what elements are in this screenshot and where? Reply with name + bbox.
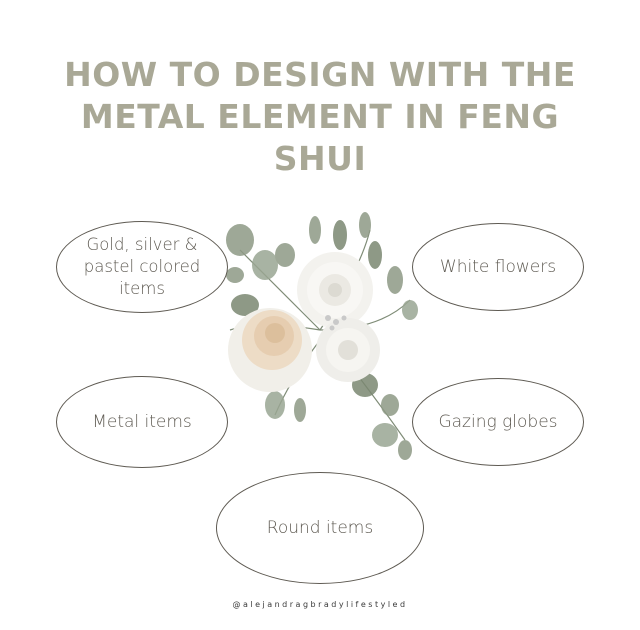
round-items-label: Round items [266,518,374,538]
gold-line-1: Gold, silver & [86,235,198,254]
title-line-2: METAL ELEMENT IN FENG [80,97,560,136]
white-flowers-label: White flowers [439,257,557,277]
title-line-1: HOW TO DESIGN WITH THE [64,55,576,94]
white-flower-bouquet-icon [226,212,418,460]
round-items-bubble: Round items [216,472,424,584]
gazing-globes-label: Gazing globes [438,412,558,432]
social-handle: @alejandragbradylifestyled [232,600,408,609]
title-line-3: SHUI [273,139,367,178]
gold-line-3: items [119,279,165,298]
white-flowers-bubble: White flowers [412,223,584,311]
metal-items-label: Metal items [92,412,192,432]
page-title: HOW TO DESIGN WITH THE METAL ELEMENT IN … [60,54,580,180]
gold-line-2: pastel colored [83,257,201,276]
gazing-globes-bubble: Gazing globes [412,378,584,466]
metal-items-bubble: Metal items [56,376,228,468]
gold-silver-pastel-bubble: Gold, silver & pastel colored items [56,221,228,313]
